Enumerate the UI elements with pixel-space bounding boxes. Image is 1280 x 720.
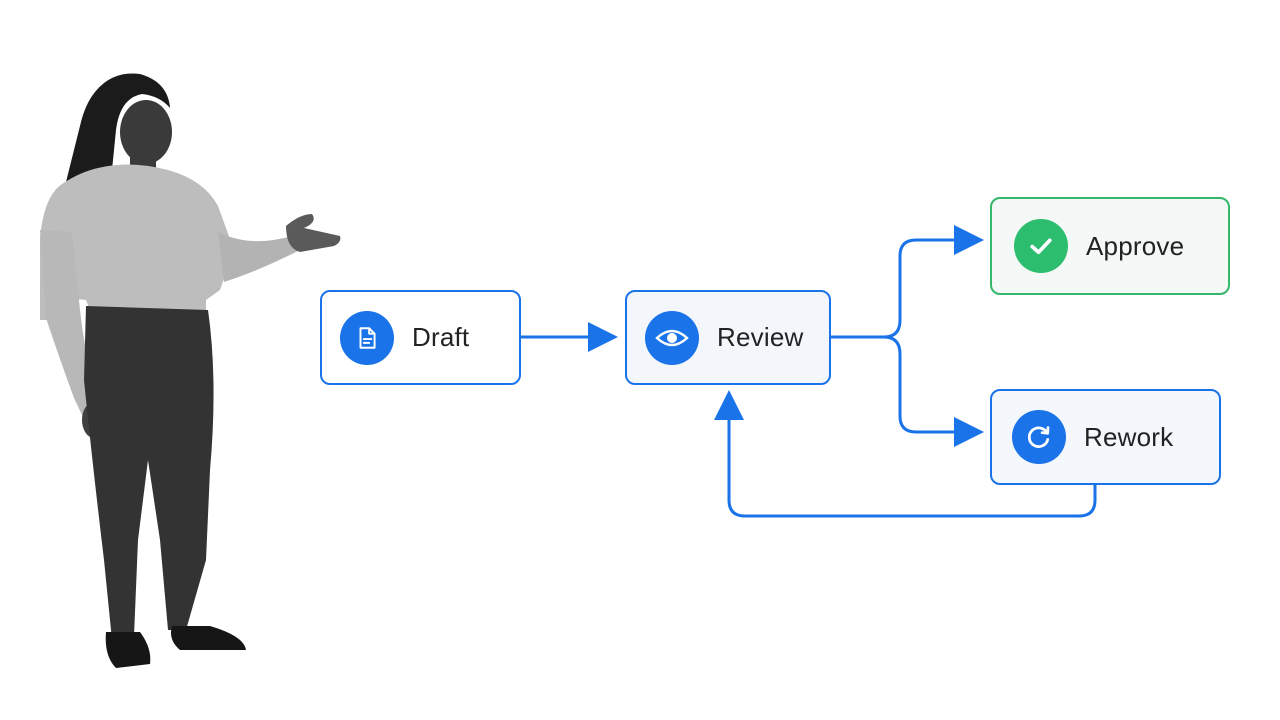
presenter-shoe-left bbox=[105, 632, 151, 668]
presenter-hair bbox=[66, 73, 170, 184]
edge-review-rework bbox=[883, 335, 984, 447]
refresh-icon bbox=[1012, 410, 1066, 464]
document-icon bbox=[340, 310, 394, 365]
presenter-left-arm bbox=[40, 230, 104, 432]
presenter-head bbox=[120, 100, 172, 164]
presenter-shoe-right bbox=[171, 626, 246, 650]
node-rework[interactable]: Rework bbox=[990, 389, 1221, 485]
node-draft-label: Draft bbox=[412, 322, 470, 352]
edge-review-approve bbox=[831, 225, 984, 339]
node-approve-label: Approve bbox=[1086, 230, 1185, 261]
eye-icon bbox=[645, 310, 699, 365]
presenter-arm bbox=[218, 232, 300, 282]
node-review-label: Review bbox=[717, 322, 804, 352]
checkmark-icon bbox=[1014, 219, 1068, 273]
node-draft[interactable]: Draft bbox=[320, 290, 521, 385]
presenter-pants bbox=[84, 306, 214, 640]
presenter-hand bbox=[286, 214, 341, 252]
presenter-shirt bbox=[40, 164, 234, 320]
node-review[interactable]: Review bbox=[625, 290, 831, 385]
node-rework-label: Rework bbox=[1084, 421, 1174, 452]
node-approve[interactable]: Approve bbox=[990, 197, 1230, 295]
